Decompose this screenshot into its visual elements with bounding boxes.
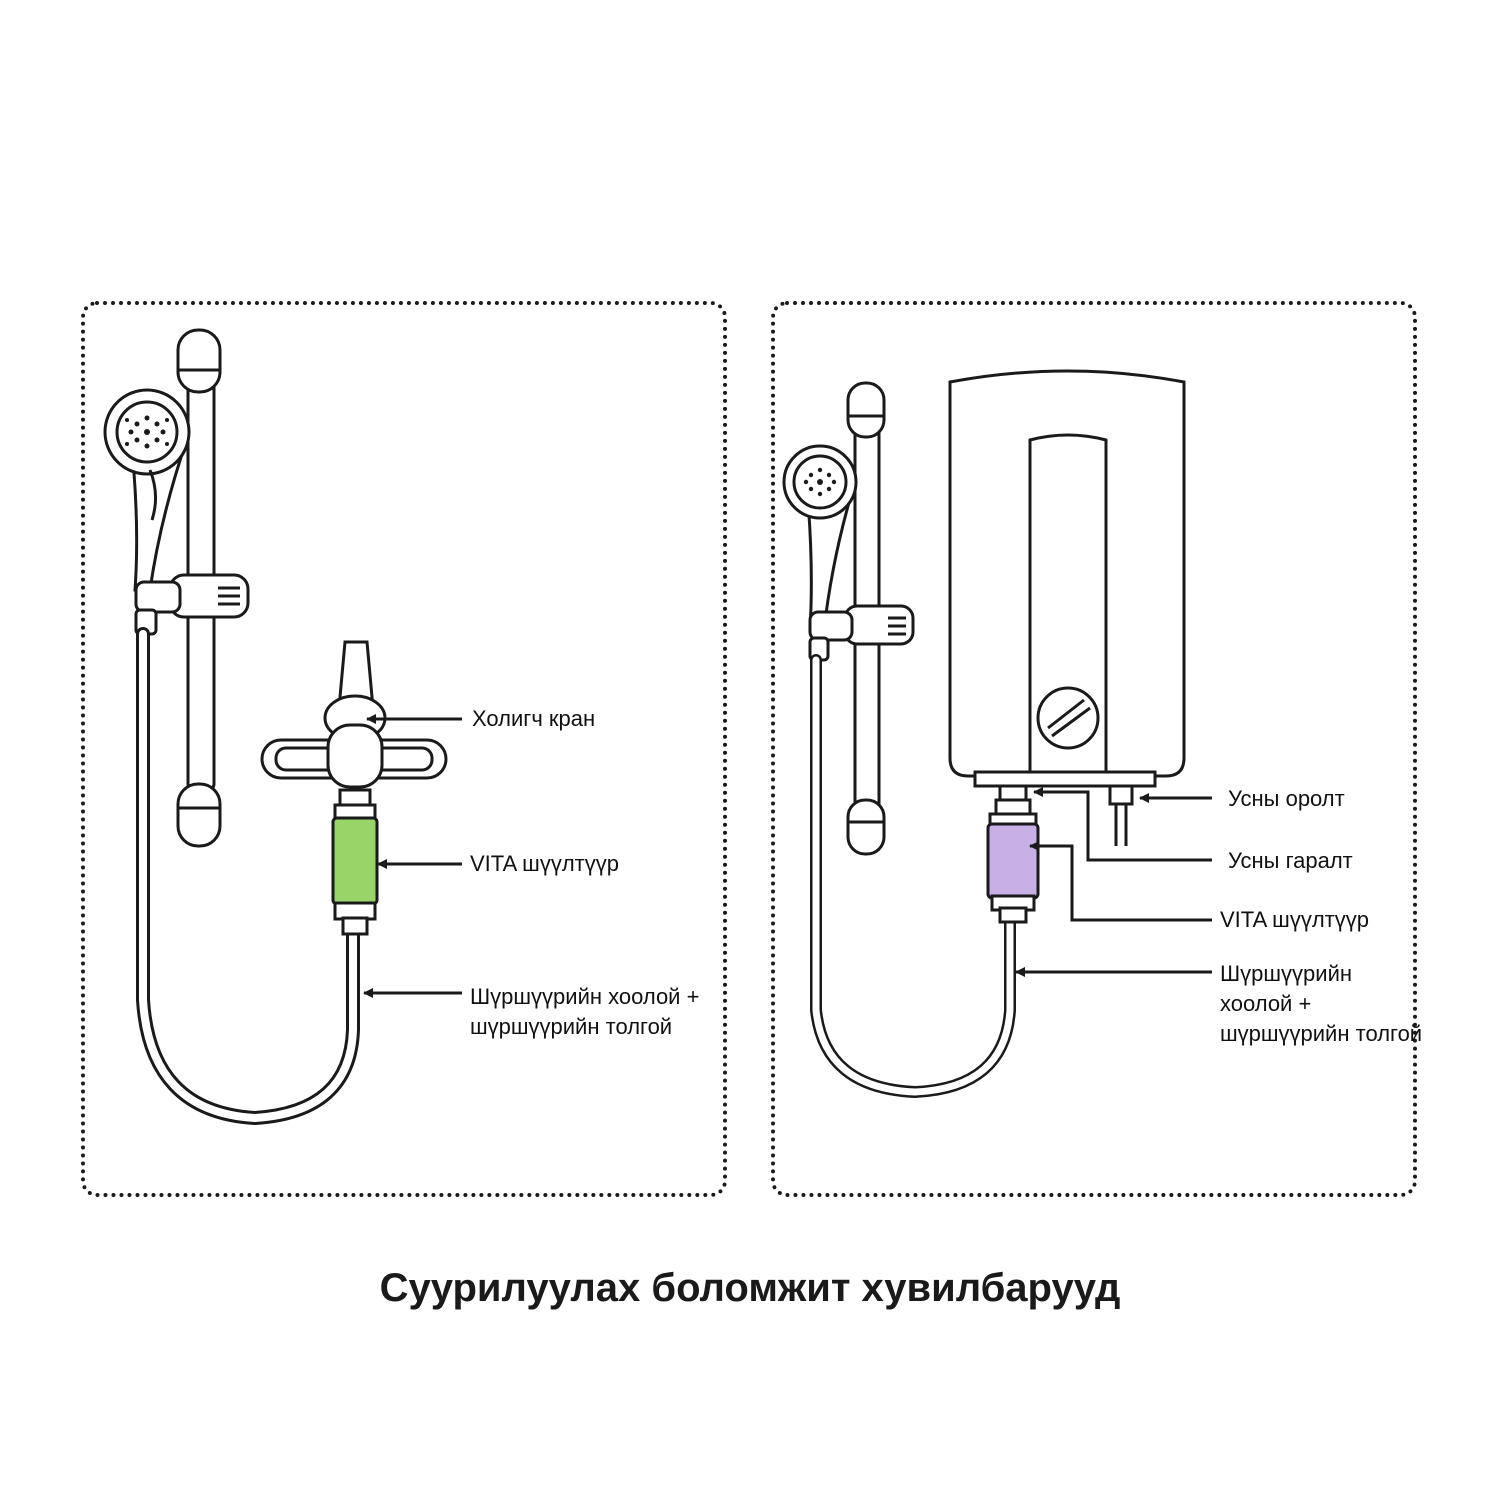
left-shower-holder (134, 573, 250, 636)
label-water-outlet: Усны гаралт (1228, 848, 1353, 873)
left-shower-hose (136, 627, 360, 1126)
label-mixer-tap: Холигч кран (472, 706, 596, 731)
left-callout-arrows (363, 714, 462, 998)
right-callout-arrows (1015, 787, 1212, 977)
left-installation-panel (81, 301, 727, 1197)
label-vita-filter-right: VITA шүүлтүүр (1220, 907, 1369, 932)
label-hose-right-line3: шүршүүрийн толгой (1220, 1021, 1423, 1046)
label-hose-right-line1: Шүршүүрийн (1220, 961, 1353, 986)
left-vita-filter (331, 788, 379, 936)
left-shower-head (103, 388, 191, 592)
right-vita-filter (986, 798, 1040, 924)
label-hose-right-line2: хоолой + (1220, 991, 1312, 1016)
left-mixer-tap (260, 640, 448, 789)
label-hose-left-line1: Шүршүүрийн хоолой + (470, 984, 700, 1009)
right-shower-head (782, 444, 858, 632)
right-installation-panel (771, 301, 1417, 1197)
right-shower-holder (808, 604, 915, 662)
label-hose-left-line2: шүршүүрийн толгой (470, 1014, 673, 1039)
right-water-heater (948, 369, 1186, 788)
label-vita-filter-left: VITA шүүлтүүр (470, 851, 619, 876)
label-water-inlet: Усны оролт (1228, 786, 1345, 811)
page-title: Суурилуулах боломжит хувилбарууд (379, 1266, 1121, 1310)
